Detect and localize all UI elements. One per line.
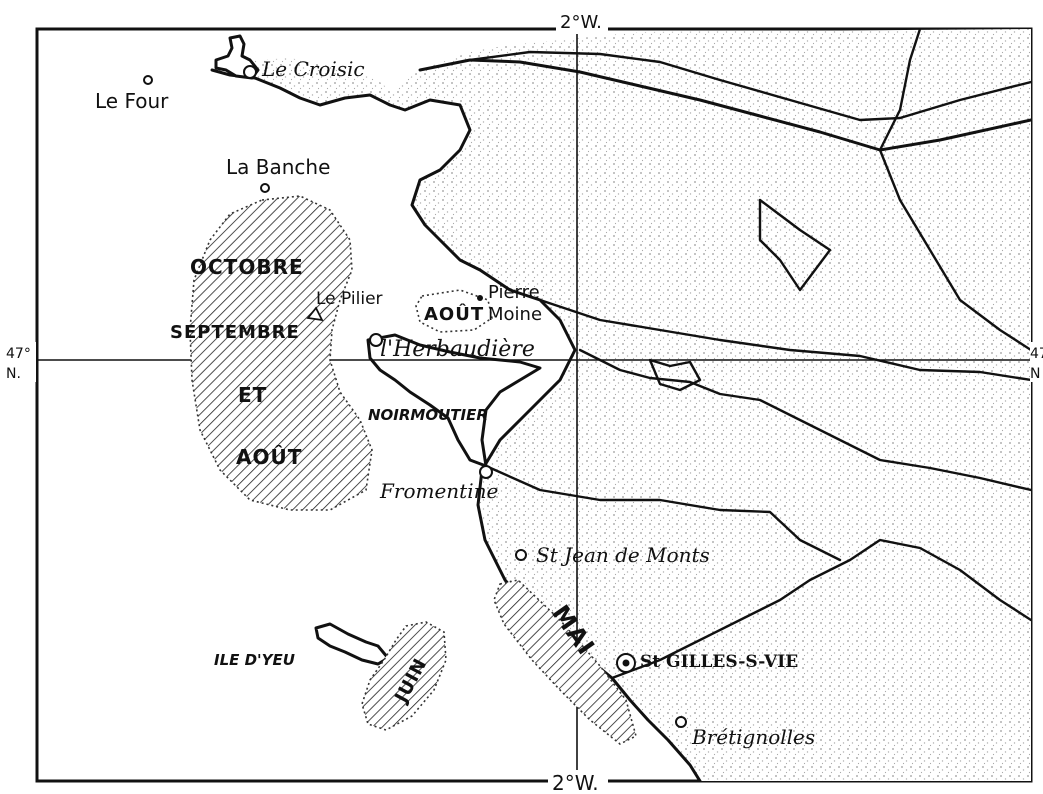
herbaudiere-label: l'Herbaudière <box>380 337 535 362</box>
river-6 <box>878 148 1031 352</box>
latitude-left-deg: 47° <box>6 346 31 362</box>
latitude-left-n: N. <box>6 366 21 382</box>
small-zone-label: AOÛT <box>424 303 484 325</box>
zone-label-et: ET <box>238 383 267 407</box>
latitude-right-deg: 47 <box>1030 346 1043 362</box>
le-four-label: Le Four <box>95 89 169 113</box>
le-pilier-marker <box>306 306 324 322</box>
noirmoutier-island <box>366 333 542 468</box>
pierre-moine-label-2: Moine <box>488 304 542 325</box>
latitude-right-n: N <box>1030 366 1040 382</box>
zone-juin <box>361 621 447 731</box>
river-4 <box>610 538 1031 680</box>
ile-d-yeu-island <box>314 622 390 666</box>
river-8 <box>648 358 702 392</box>
river-7 <box>758 198 832 292</box>
noirmoutier-label: NOIRMOUTIER <box>368 406 488 424</box>
le-croisic-label: Le Croisic <box>261 57 365 81</box>
zone-mai <box>493 579 637 745</box>
river-1 <box>538 298 1031 382</box>
st-jean-marker <box>515 549 527 561</box>
fromentine-marker <box>479 465 493 479</box>
river-3 <box>484 464 842 562</box>
bretignolles-label: Brétignolles <box>691 725 815 749</box>
le-four-marker <box>143 75 153 85</box>
la-banche-marker <box>260 183 270 193</box>
ile-d-yeu-label: ILE D'YEU <box>214 651 295 669</box>
river-2 <box>578 348 1031 492</box>
st-jean-de-monts-label: St Jean de Monts <box>536 543 710 567</box>
loire-north-bank <box>468 50 1031 122</box>
zone-octobre-septembre-aout <box>189 195 373 511</box>
st-gilles-marker-inner <box>622 659 630 667</box>
zone-label-aout: AOÛT <box>236 445 302 469</box>
bretignolles-marker <box>675 716 687 728</box>
loire-estuary <box>418 58 1031 152</box>
la-banche-label: La Banche <box>226 155 330 179</box>
pierre-moine-marker <box>477 295 483 301</box>
zone-label-octobre: OCTOBRE <box>190 255 304 279</box>
river-5 <box>878 29 922 152</box>
le-croisic-marker <box>243 65 257 79</box>
pierre-moine-label-1: Pierre <box>488 282 540 303</box>
herbaudiere-marker <box>369 333 383 347</box>
le-pilier-label: Le Pilier <box>316 289 383 309</box>
fromentine-label: Fromentine <box>379 479 498 503</box>
longitude-top-label: 2°W. <box>560 12 602 33</box>
st-gilles-label: St GILLES-S-VIE <box>640 652 798 672</box>
zone-small-aout <box>415 289 493 333</box>
mainland <box>212 29 1031 781</box>
zone-label-septembre: SEPTEMBRE <box>170 322 300 343</box>
longitude-bottom-label: 2°W. <box>552 771 599 794</box>
